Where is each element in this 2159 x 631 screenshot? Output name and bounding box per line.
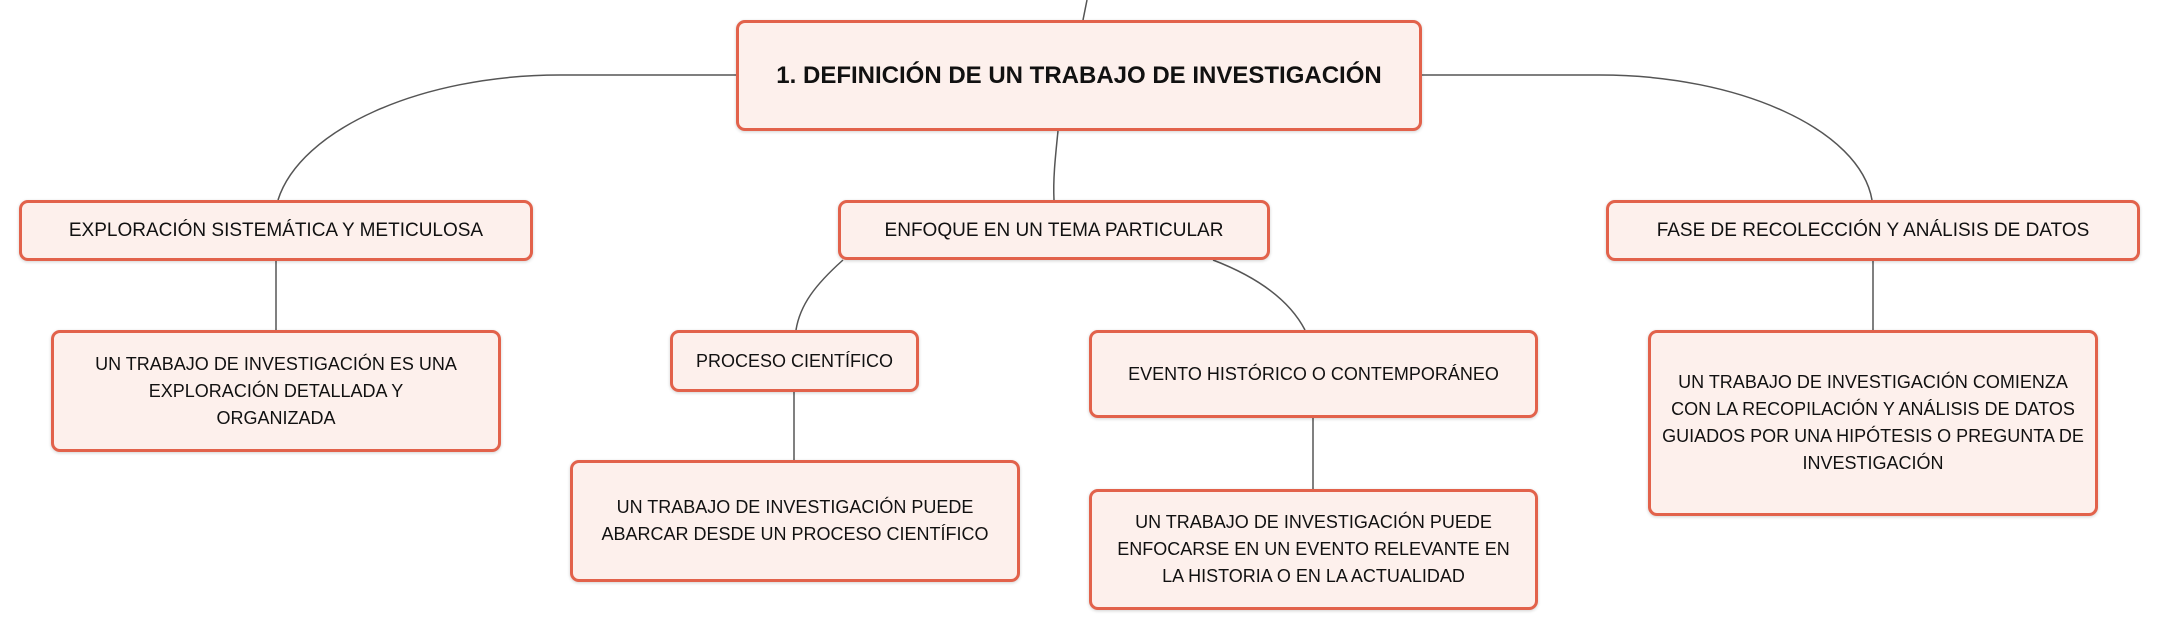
detail-label-exploracion: UN TRABAJO DE INVESTIGACIÓN ES UNA EXPLO… [95, 353, 457, 428]
subtopic-node-evento[interactable]: EVENTO HISTÓRICO O CONTEMPORÁNEO [1089, 330, 1538, 418]
connector-parent-to-root [1082, 0, 1088, 21]
branch-node-enfoque[interactable]: ENFOQUE EN UN TEMA PARTICULAR [838, 200, 1270, 260]
detail-node-evento[interactable]: UN TRABAJO DE INVESTIGACIÓN PUEDE ENFOCA… [1089, 489, 1538, 610]
subtopic-label-proceso: PROCESO CIENTÍFICO [695, 350, 893, 371]
branch-node-exploracion[interactable]: EXPLORACIÓN SISTEMÁTICA Y METICULOSA [19, 200, 533, 261]
detail-node-recoleccion[interactable]: UN TRABAJO DE INVESTIGACIÓN COMIENZA CON… [1648, 330, 2098, 516]
connector-root-to-recoleccion [1422, 74, 1873, 201]
branch-label-exploracion: EXPLORACIÓN SISTEMÁTICA Y METICULOSA [68, 220, 484, 241]
detail-node-exploracion[interactable]: UN TRABAJO DE INVESTIGACIÓN ES UNA EXPLO… [51, 330, 501, 452]
subtopic-label-evento: EVENTO HISTÓRICO O CONTEMPORÁNEO [1128, 363, 1499, 384]
detail-node-proceso[interactable]: UN TRABAJO DE INVESTIGACIÓN PUEDE ABARCA… [570, 460, 1020, 582]
subtopic-node-proceso[interactable]: PROCESO CIENTÍFICO [670, 330, 919, 392]
branch-node-recoleccion[interactable]: FASE DE RECOLECCIÓN Y ANÁLISIS DE DATOS [1606, 200, 2140, 261]
connector-root-to-exploracion [277, 74, 736, 201]
connector-enfoque-to-proceso [795, 259, 844, 331]
detail-label-proceso: UN TRABAJO DE INVESTIGACIÓN PUEDE ABARCA… [601, 497, 989, 544]
connector-root-to-enfoque [1053, 130, 1059, 201]
root-topic-node[interactable]: 1. DEFINICIÓN DE UN TRABAJO DE INVESTIGA… [736, 20, 1422, 131]
connector-enfoque-to-evento [1212, 259, 1306, 331]
branch-label-enfoque: ENFOQUE EN UN TEMA PARTICULAR [884, 219, 1224, 241]
detail-label-evento: UN TRABAJO DE INVESTIGACIÓN PUEDE ENFOCA… [1117, 512, 1510, 586]
detail-label-recoleccion: UN TRABAJO DE INVESTIGACIÓN COMIENZA CON… [1662, 372, 2084, 473]
branch-label-recoleccion: FASE DE RECOLECCIÓN Y ANÁLISIS DE DATOS [1656, 220, 2090, 241]
root-topic-label: 1. DEFINICIÓN DE UN TRABAJO DE INVESTIGA… [776, 62, 1382, 89]
